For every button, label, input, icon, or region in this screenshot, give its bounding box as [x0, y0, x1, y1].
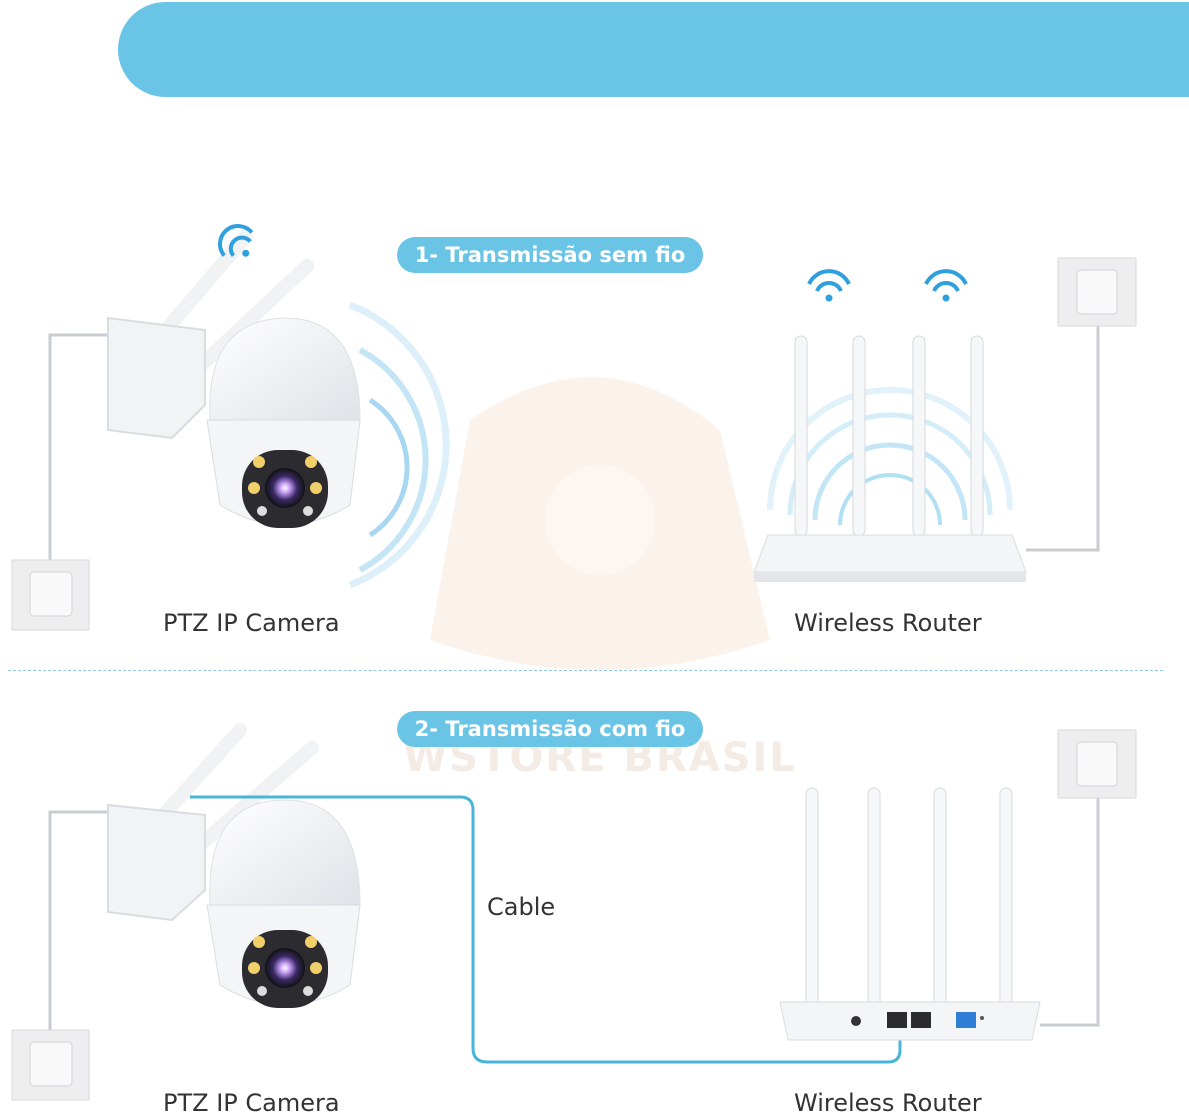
network-cable: [190, 795, 902, 1064]
section-divider: [8, 670, 1163, 671]
section-2-title: 2- Transmissão com fio: [397, 711, 703, 747]
section-2-router-label: Wireless Router: [794, 1089, 982, 1117]
power-outlet-icon: [11, 1029, 90, 1101]
section-1-title: 1- Transmissão sem fio: [397, 237, 703, 273]
section-1-camera-label: PTZ IP Camera: [163, 609, 340, 637]
section-1-camera-group: [11, 224, 450, 631]
power-outlet-icon: [1057, 729, 1137, 799]
section-2-camera-label: PTZ IP Camera: [163, 1089, 340, 1117]
section-1-router-group: [753, 257, 1137, 582]
section-1-router-label: Wireless Router: [794, 609, 982, 637]
power-outlet-icon: [11, 559, 90, 631]
section-2-camera-group: [11, 723, 902, 1101]
ptz-camera-icon: [107, 723, 361, 1008]
cable-label: Cable: [487, 893, 556, 921]
signal-wave-icon: [348, 301, 450, 589]
ptz-camera-icon: [107, 229, 361, 528]
ethernet-port-icon: [887, 1012, 976, 1028]
wifi-icon: [218, 224, 254, 257]
wifi-icon: [807, 269, 851, 302]
header-banner: [118, 2, 1189, 97]
router-icon: [779, 1001, 1041, 1041]
router-icon: [753, 534, 1027, 582]
wifi-icon: [924, 269, 968, 302]
section-2-router-group: [779, 729, 1137, 1041]
power-outlet-icon: [1057, 257, 1137, 327]
